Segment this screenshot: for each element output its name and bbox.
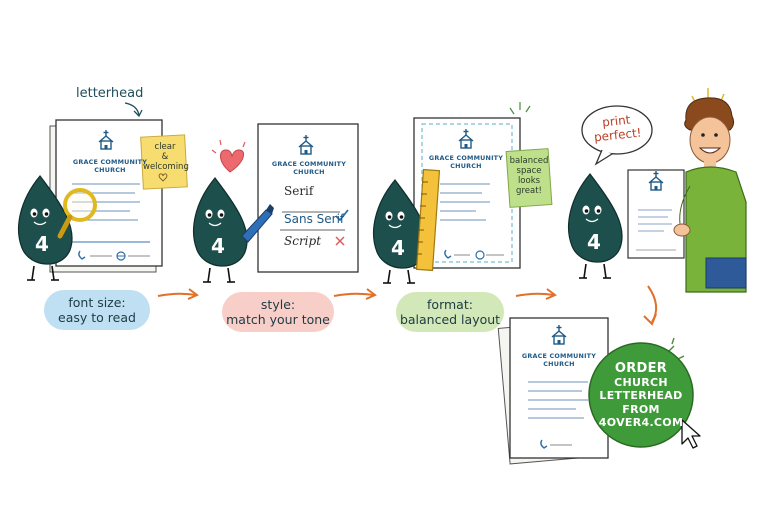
phone-icon xyxy=(444,249,452,259)
mascot-4-number: 4 xyxy=(587,230,601,254)
globe-icon xyxy=(116,251,126,261)
font-option-sans-serif: Sans Serif xyxy=(284,212,345,226)
heart-icon xyxy=(211,139,246,173)
ruler-icon xyxy=(415,168,441,272)
mascot-1-number: 4 xyxy=(35,232,49,256)
check-icon xyxy=(335,209,349,222)
phone-icon xyxy=(540,439,548,449)
mascot-2 xyxy=(192,177,248,283)
arrow-2-icon xyxy=(333,288,377,300)
person-illustration xyxy=(673,88,747,293)
mascot-1 xyxy=(17,175,73,281)
globe-icon xyxy=(475,250,485,260)
cursor-icon xyxy=(681,419,701,449)
sticky-note-balanced xyxy=(505,102,553,208)
mascot-4 xyxy=(567,173,623,279)
arrow-3-icon xyxy=(515,288,557,300)
arrow-1-icon xyxy=(157,288,199,300)
mascot-3-number: 4 xyxy=(391,236,405,260)
mascot-2-number: 4 xyxy=(211,234,225,258)
sticky-note-clear xyxy=(140,134,188,190)
order-cta-text[interactable]: ORDER CHURCH LETTERHEAD FROM 4OVER4.COM xyxy=(598,361,684,429)
phone-icon xyxy=(78,250,86,260)
speech-bubble xyxy=(581,105,653,166)
letterhead-document-4 xyxy=(627,169,685,259)
pen-icon xyxy=(241,204,274,243)
cross-icon xyxy=(335,236,345,246)
step-format: format:balanced layout xyxy=(396,292,504,332)
magnifier-icon xyxy=(57,188,97,239)
letterhead-label: letterhead xyxy=(76,86,144,101)
note-clear-text: clear&welcoming xyxy=(143,142,189,172)
font-option-serif: Serif xyxy=(284,184,314,198)
arrow-down-icon xyxy=(643,285,658,326)
step-style: style:match your tone xyxy=(222,292,334,332)
step-font-size: font size:easy to read xyxy=(44,290,150,330)
font-option-script: Script xyxy=(284,234,322,248)
label-arrow-icon xyxy=(124,102,140,116)
letterhead-document-2 xyxy=(257,123,359,273)
small-heart-icon xyxy=(158,173,168,182)
order-cta-badge[interactable] xyxy=(588,342,694,448)
